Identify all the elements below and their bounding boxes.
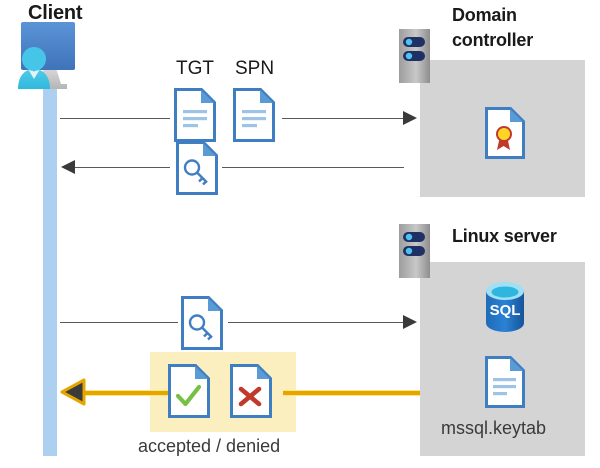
- flow-ticket-arrowhead: [61, 160, 75, 174]
- document-cross-icon: [230, 364, 272, 418]
- svg-text:SQL: SQL: [490, 302, 521, 319]
- document-key-icon: [176, 141, 218, 195]
- keytab-label: mssql.keytab: [441, 418, 547, 438]
- certificate-document-icon: [485, 107, 525, 159]
- keytab-document-icon: [485, 356, 525, 408]
- server-rack-icon: [399, 224, 430, 278]
- flow-result-line-right: [283, 390, 420, 396]
- flow-present-line-left: [60, 322, 178, 323]
- flow-ticket-line-left: [75, 167, 170, 168]
- flow-present-line-right: [228, 322, 404, 323]
- sql-database-icon: SQL: [482, 281, 528, 333]
- client-title: Client: [28, 2, 83, 24]
- domain-controller-title: Domain controller: [452, 5, 534, 50]
- document-check-icon: [168, 364, 210, 418]
- result-caption: accepted / denied: [138, 436, 281, 456]
- document-lines-icon: [174, 88, 216, 142]
- flow-request-line-right: [282, 118, 404, 119]
- user-computer-icon: [4, 22, 96, 94]
- document-lines-icon: [233, 88, 275, 142]
- spn-label: SPN: [235, 58, 275, 79]
- flow-request-arrowhead: [403, 111, 417, 125]
- flow-result-line-left: [80, 390, 168, 396]
- client-lifeline: [43, 88, 57, 456]
- flow-present-arrowhead: [403, 315, 417, 329]
- linux-server-title: Linux server: [452, 226, 557, 246]
- flow-ticket-line-right: [222, 167, 404, 168]
- document-key-icon: [181, 296, 223, 350]
- flow-request-line-left: [60, 118, 170, 119]
- flow-result-arrowhead: [60, 378, 86, 406]
- tgt-label: TGT: [176, 58, 214, 79]
- server-rack-icon: [399, 29, 430, 83]
